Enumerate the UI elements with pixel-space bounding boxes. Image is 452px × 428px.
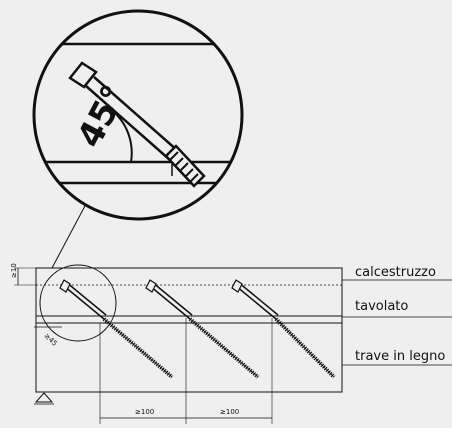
section-outline (35, 267, 343, 393)
detail-leader-line (51, 203, 87, 269)
detail-screw (68, 61, 206, 188)
dim-slab-thickness: ≥10 (10, 263, 18, 278)
screw-2 (145, 279, 260, 379)
layer-labels: calcestruzzo tavolato trave in legno (342, 265, 452, 366)
detail-magnifier: 45° (32, 9, 244, 221)
label-boarding: tavolato (355, 299, 408, 314)
section-drawing (34, 264, 343, 405)
dim-spacing-1: ≥100 (135, 408, 154, 416)
dim-spacing-2: ≥100 (220, 408, 239, 416)
support-symbol (34, 392, 54, 403)
screw-1 (59, 279, 174, 379)
dimensions: ≥10 ≥45 ≥100 ≥100 (10, 263, 273, 424)
angle-arc (113, 111, 133, 163)
detail-screw-head (68, 61, 98, 89)
screw-3 (231, 279, 336, 379)
label-concrete: calcestruzzo (355, 265, 436, 280)
label-timber-beam: trave in legno (355, 349, 445, 364)
detail-marker-circle (39, 264, 117, 342)
